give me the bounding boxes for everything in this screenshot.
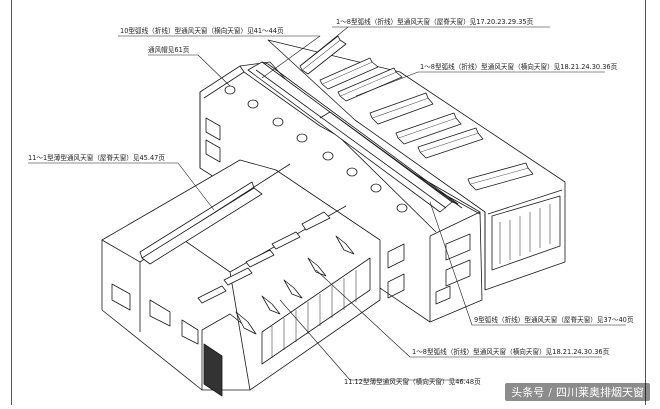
frame-left-line (11, 0, 12, 405)
watermark-account: 四川莱奥排烟天窗 (556, 386, 644, 399)
label-type11-12-horizontal-skylight: 11.12型薄型通风天窗（横向天窗）见46.48页 (344, 377, 481, 386)
label-vent-cap: 通风帽见61页 (148, 45, 190, 54)
back-horizontal-skylights (299, 35, 534, 191)
label-type1-8-horizontal-skylight-top: 1～8型弧线（折线）型通风天窗（横向天窗）见18.21.24.30.36页 (420, 62, 618, 71)
back-right-wing (267, 39, 566, 291)
label-type1-8-horizontal-skylight-bottom: 1～8型弧线（折线）型通风天窗（横向天窗）见18.21.24.30.36页 (412, 347, 610, 356)
main-building (199, 61, 483, 323)
front-horizontal-skylights (197, 211, 355, 335)
label-type1-8-ridge-skylight: 1～8型弧线（折线）型通风天窗（屋脊天窗）见17.20.23.29.35页 (336, 17, 534, 26)
label-type9-ridge-skylight: 9型弧线（折线）型通风天窗（屋脊天窗）见37～40页 (474, 315, 634, 324)
leader-lines (28, 26, 626, 381)
watermark-badge: 头条号 / 四川莱奥排烟天窗 (505, 383, 650, 401)
watermark-separator: / (548, 385, 552, 399)
frame-right-line (645, 0, 646, 405)
label-type10-horizontal-skylight: 10型弧线（折线）型通风天窗（横向天窗）见41～44页 (120, 26, 284, 35)
watermark-platform: 头条号 (511, 386, 545, 399)
ventilation-caps (224, 85, 408, 213)
label-type11-ridge-skylight: 11～1型薄型通风天窗（屋脊天窗）见45.47页 (28, 153, 165, 162)
